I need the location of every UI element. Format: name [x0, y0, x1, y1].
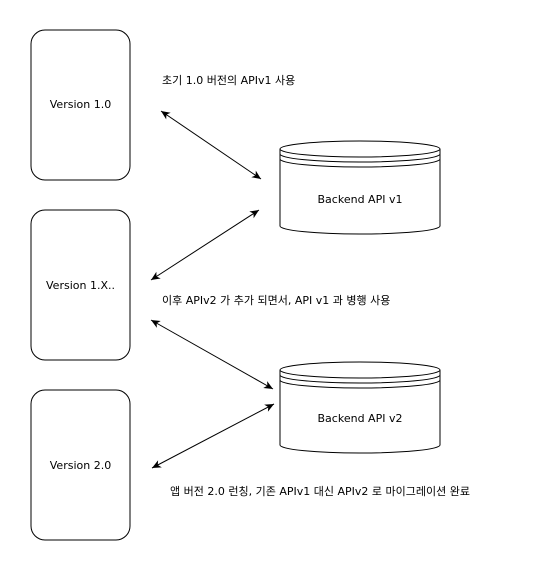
version-2-0-box — [30, 389, 131, 541]
backend-api-v2-cylinder-body — [279, 370, 441, 454]
annotation-parallel: 이후 APIv2 가 추가 되면서, API v1 과 병행 사용 — [162, 294, 390, 307]
version-2-0-node[interactable]: Version 2.0 — [30, 389, 131, 541]
version-1-x-box — [30, 209, 131, 361]
version-2-0-label: Version 2.0 — [50, 459, 111, 472]
arrow-v1-x-to-backend-v2[interactable] — [150, 319, 274, 390]
backend-api-v1-cylinder-body — [279, 149, 441, 235]
arrow-v1-0-to-backend-v1[interactable] — [160, 110, 262, 180]
backend-api-v1-cylinder-ring — [279, 153, 441, 163]
backend-api-v2-cylinder-ring — [279, 379, 441, 389]
version-1-0-node[interactable]: Version 1.0 — [30, 29, 131, 181]
backend-api-v1-cylinder-top — [279, 140, 441, 158]
arrow-v2-0-to-backend-v2[interactable] — [151, 403, 275, 469]
backend-api-v2-cylinder-top — [279, 361, 441, 379]
backend-api-v2-label: Backend API v2 — [318, 412, 403, 425]
annotation-migration: 앱 버전 2.0 런칭, 기존 APIv1 대신 APIv2 로 마이그레이션 … — [170, 485, 470, 498]
backend-api-v2-node[interactable]: Backend API v2 — [279, 361, 441, 454]
version-1-0-label: Version 1.0 — [50, 98, 111, 111]
backend-api-v1-label: Backend API v1 — [318, 193, 403, 206]
version-1-0-box — [30, 29, 131, 181]
arrow-v1-x-to-backend-v1[interactable] — [150, 209, 260, 281]
annotation-initial: 초기 1.0 버전의 APIv1 사용 — [162, 74, 295, 87]
version-1-x-node[interactable]: Version 1.X.. — [30, 209, 131, 361]
backend-api-v1-node[interactable]: Backend API v1 — [279, 140, 441, 235]
backend-api-v1-cylinder-ring — [279, 158, 441, 168]
version-1-x-label: Version 1.X.. — [46, 279, 115, 292]
backend-api-v2-cylinder-ring — [279, 374, 441, 384]
